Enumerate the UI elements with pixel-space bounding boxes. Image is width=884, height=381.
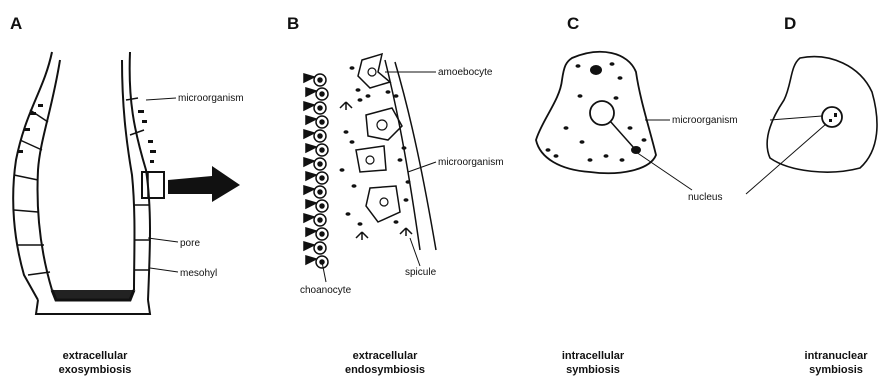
microorganism-dot — [614, 96, 619, 100]
panel-a-letter: A — [10, 14, 22, 33]
choanocyte-nucleus — [318, 106, 322, 110]
label-b-microorganism: microorganism — [438, 157, 504, 168]
microorganism-dot — [546, 148, 551, 152]
microorganism-dot — [366, 94, 371, 98]
choanocyte-nucleus — [318, 218, 322, 222]
microorganism-dot — [628, 126, 633, 130]
caption-c-line1: intracellular — [562, 350, 625, 362]
microorganism-dot — [394, 220, 399, 224]
microorganism-dot — [340, 168, 345, 172]
caption-b-line2: endosymbiosis — [345, 364, 425, 376]
label-b-spicule: spicule — [405, 267, 437, 278]
choanocyte-layer-drawing — [304, 54, 436, 268]
choanocyte-nucleus — [320, 176, 324, 180]
flagellum — [306, 116, 316, 124]
choanocyte-nucleus — [320, 120, 324, 124]
microorganism-dot — [350, 140, 355, 144]
microorganism-dot — [358, 98, 363, 102]
microorganism-dot — [642, 138, 647, 142]
choanocyte-nucleus — [318, 78, 322, 82]
panel-d-letter: D — [784, 14, 796, 33]
choanocyte-nucleus — [318, 246, 322, 250]
panel-b-letter: B — [287, 14, 299, 33]
choanocyte-nucleus — [318, 162, 322, 166]
caption-a-line1: extracellular — [63, 350, 129, 362]
flagellum — [304, 242, 314, 250]
microorganism-dot — [620, 158, 625, 162]
caption-d-line1: intranuclear — [805, 350, 869, 362]
panel-c: C microorganism nucleus intracellular sy… — [536, 14, 738, 376]
label-b-amoebocyte: amoebocyte — [438, 67, 493, 78]
microorganism-dot — [394, 94, 399, 98]
choanocyte-nucleus — [320, 148, 324, 152]
flagellum — [304, 130, 314, 138]
right-arrow-icon — [168, 166, 240, 202]
choanocyte-nucleus — [320, 232, 324, 236]
flagellum — [304, 102, 314, 110]
panel-d: D intranuclear symbiosis — [746, 14, 877, 376]
microorganism-dot — [564, 126, 569, 130]
microorganism-dot — [610, 62, 615, 66]
panel-a: A — [10, 14, 244, 376]
flagellum — [306, 228, 316, 236]
flagellum — [306, 256, 316, 264]
panel-c-letter: C — [567, 14, 579, 33]
flagellum — [304, 158, 314, 166]
caption-b-line1: extracellular — [353, 350, 419, 362]
microorganism-dot — [350, 66, 355, 70]
flagellum — [306, 88, 316, 96]
microorganism-dot — [398, 158, 403, 162]
flagellum — [304, 214, 314, 222]
microorganism-dot — [580, 140, 585, 144]
panel-b: B amoebocyte m — [287, 14, 504, 376]
microorganism-dot — [346, 212, 351, 216]
microorganism-dot — [358, 222, 363, 226]
flagellum — [306, 144, 316, 152]
flagellum — [306, 172, 316, 180]
flagellum — [306, 200, 316, 208]
microorganism-dot — [578, 94, 583, 98]
choanocyte-nucleus — [318, 134, 322, 138]
microorganism-dot — [402, 146, 407, 150]
microorganism-dot — [604, 154, 609, 158]
microorganism-dot — [576, 64, 581, 68]
label-c-nucleus: nucleus — [688, 192, 722, 203]
flagellum — [304, 186, 314, 194]
label-a-pore: pore — [180, 238, 200, 249]
microorganism-dot — [618, 76, 623, 80]
flagellum — [304, 74, 314, 82]
label-a-microorganism: microorganism — [178, 93, 244, 104]
microorganism-dot — [588, 158, 593, 162]
microorganism-dot — [406, 180, 411, 184]
microorganism-dot — [344, 130, 349, 134]
label-b-choanocyte: choanocyte — [300, 285, 352, 296]
amoebocyte-cell-drawing — [536, 52, 656, 173]
caption-c-line2: symbiosis — [566, 364, 620, 376]
label-c-microorganism: microorganism — [672, 115, 738, 126]
caption-d-line2: symbiosis — [809, 364, 863, 376]
microorganism-dot — [386, 90, 391, 94]
choanocyte-nucleus — [318, 190, 322, 194]
nucleus-cell-drawing — [767, 57, 877, 172]
microorganism-dot — [356, 88, 361, 92]
choanocyte-nucleus — [320, 204, 324, 208]
microorganism-dot — [352, 184, 357, 188]
choanocyte-nucleus — [320, 92, 324, 96]
label-a-mesohyl: mesohyl — [180, 268, 217, 279]
microorganism-dot — [404, 198, 409, 202]
caption-a-line2: exosymbiosis — [59, 364, 132, 376]
microorganism-dot — [554, 154, 559, 158]
sponge-wall-drawing — [13, 52, 164, 314]
